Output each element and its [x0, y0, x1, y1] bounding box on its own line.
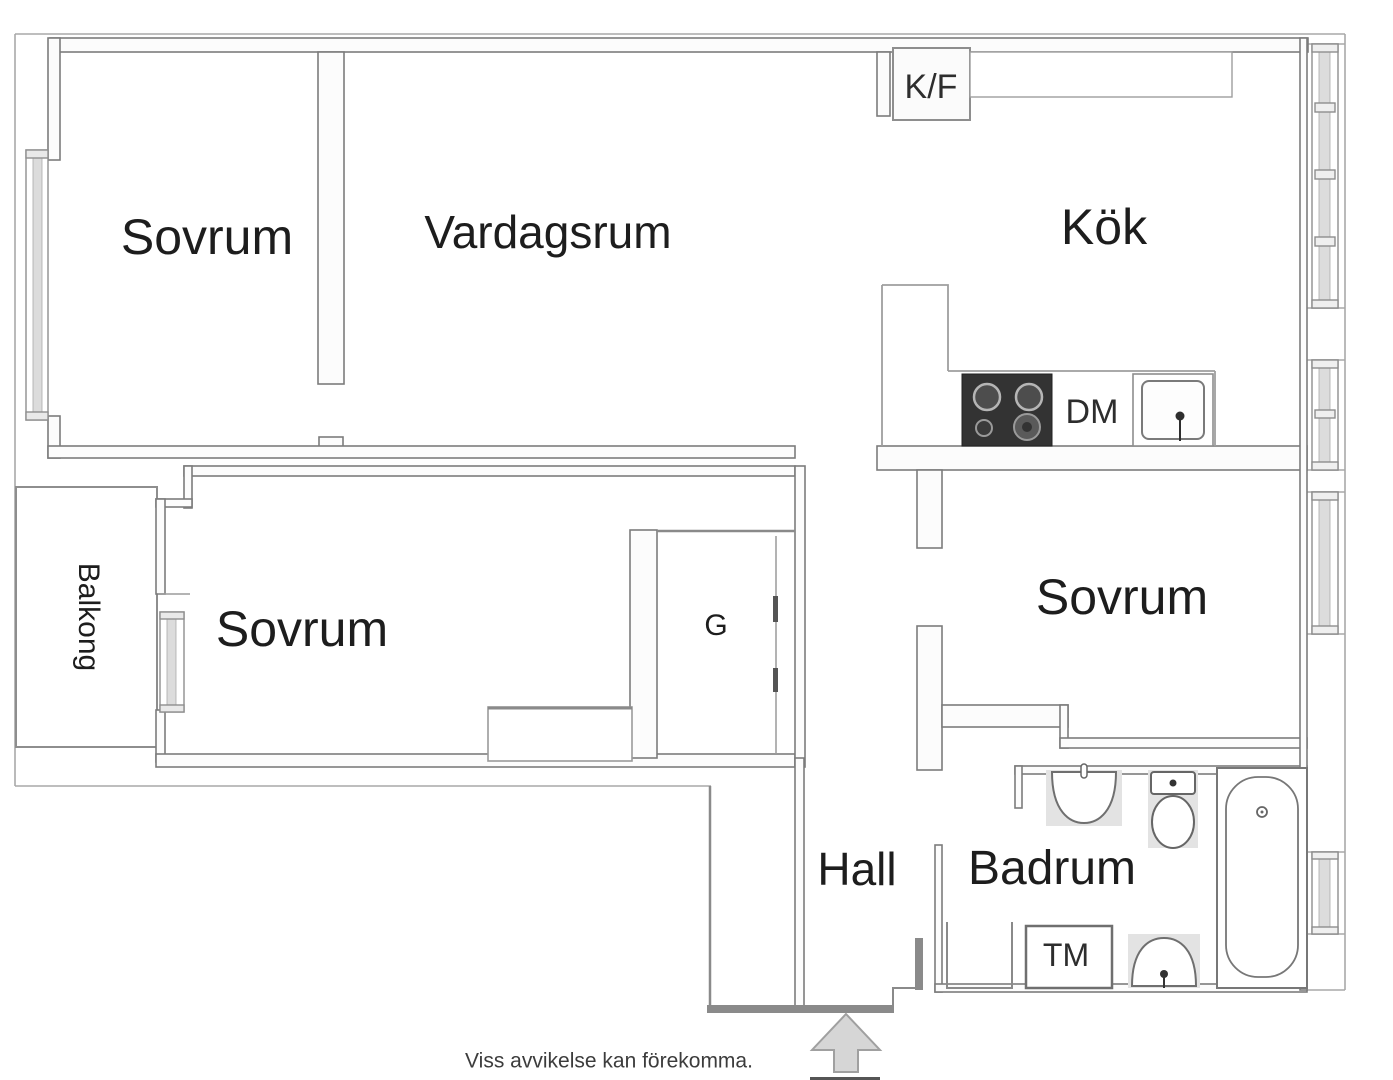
- stove-icon: [961, 373, 1053, 447]
- entrance-arrow-icon: [809, 1012, 883, 1080]
- window-kitchen: [1311, 43, 1339, 309]
- room-label-kok: Kök: [1060, 199, 1148, 255]
- fixture-label-fridge-freezer: K/F: [904, 68, 958, 106]
- entrance-walls: [707, 786, 923, 1013]
- room-label-vardagsrum: Vardagsrum: [424, 206, 672, 258]
- window-kitchen-lower: [1311, 359, 1339, 471]
- bathtub-icon: [1216, 767, 1308, 989]
- kitchen-counter-top: [969, 51, 1233, 98]
- toilet-icon: [1148, 770, 1198, 849]
- fixture-label-dishwasher: DM: [1065, 393, 1119, 431]
- disclaimer-text: Viss avvikelse kan förekomma.: [465, 1049, 753, 1073]
- kitchen-counter-edge: [881, 284, 1216, 446]
- wardrobe-block: [487, 706, 633, 762]
- room-label-hall: Hall: [817, 843, 897, 895]
- balcony-outline: [15, 486, 158, 748]
- closet-nook: [946, 922, 1013, 989]
- kitchen-sink-icon: [1132, 373, 1214, 447]
- bathroom-fixtures: [946, 763, 1308, 990]
- windows: [25, 43, 1339, 935]
- room-label-garderob: G: [704, 609, 728, 642]
- window-balcony-door: [158, 593, 190, 713]
- bathroom-sink-icon: [1046, 763, 1122, 826]
- room-label-sovrum-right: Sovrum: [1035, 569, 1209, 625]
- window-left-bedroom: [25, 149, 49, 421]
- room-label-badrum: Badrum: [967, 842, 1137, 895]
- fixture-label-washing-machine: TM: [1042, 937, 1090, 973]
- window-right-bedroom: [1311, 491, 1339, 635]
- room-label-sovrum-mid-left: Sovrum: [215, 601, 389, 657]
- closet-g: [657, 529, 795, 754]
- window-bathroom: [1311, 851, 1339, 935]
- washing-machine-box: [1024, 924, 1114, 990]
- fridge-freezer-box: [892, 47, 971, 121]
- corner-sink-icon: [1128, 934, 1200, 988]
- room-label-sovrum-top-left: Sovrum: [120, 209, 294, 265]
- kitchen-fixtures: [881, 47, 1233, 447]
- outer-boundary: [14, 33, 1346, 991]
- room-label-balkong: Balkong: [72, 562, 105, 672]
